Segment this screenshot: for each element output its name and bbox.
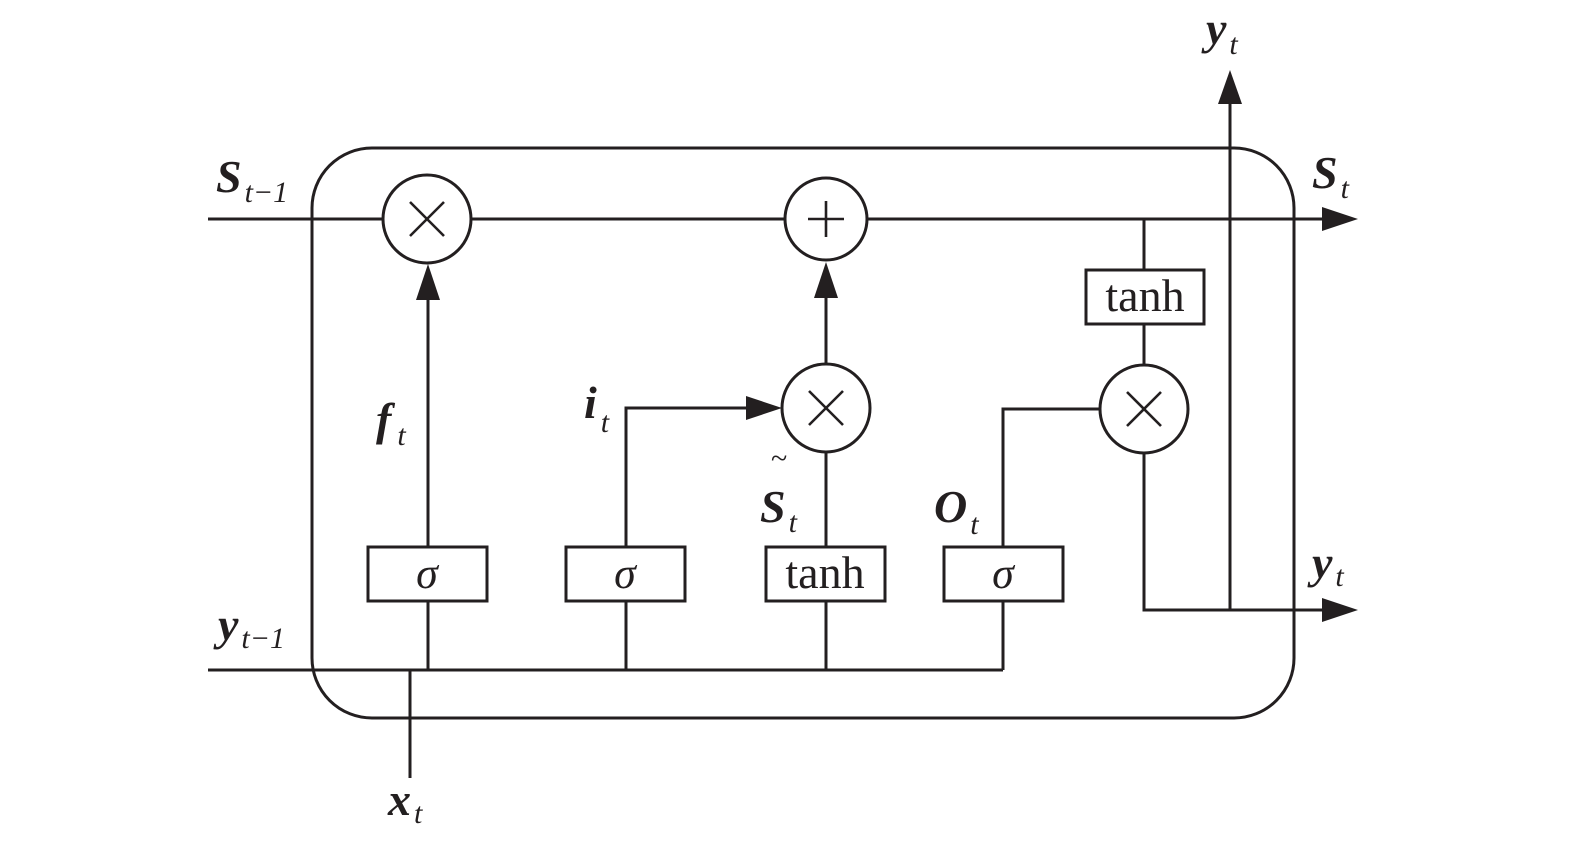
hidden-output-arrowhead <box>1322 598 1358 622</box>
output-path-line <box>1001 407 1101 547</box>
input-path-line <box>624 406 750 547</box>
output-gate-symbol: σ <box>992 549 1016 598</box>
input-arrowhead <box>746 396 782 420</box>
top-output-arrowhead <box>1218 70 1242 104</box>
state-activation-symbol: tanh <box>1105 270 1184 321</box>
candidate-layer-block: tanh <box>764 545 887 603</box>
state-add-node <box>783 176 869 262</box>
hidden-output-line <box>1142 453 1330 612</box>
output-gate-block: σ <box>942 545 1065 603</box>
forget-gate-block: σ <box>366 545 489 603</box>
forget-gate-symbol: σ <box>416 549 440 598</box>
cell-state-arrowhead <box>1322 207 1358 231</box>
state-activation-block: tanh <box>1084 268 1206 326</box>
forget-arrowhead <box>416 264 440 300</box>
input-gate-block: σ <box>564 545 687 603</box>
output-multiply-node <box>1098 363 1190 455</box>
update-arrowhead <box>814 262 838 298</box>
input-gate-symbol: σ <box>614 549 638 598</box>
forget-multiply-node <box>381 173 473 265</box>
cell-boundary <box>310 146 1296 720</box>
candidate-layer-symbol: tanh <box>785 547 864 598</box>
input-multiply-node <box>780 362 872 454</box>
label-candidate-accent: ~ <box>771 442 787 475</box>
